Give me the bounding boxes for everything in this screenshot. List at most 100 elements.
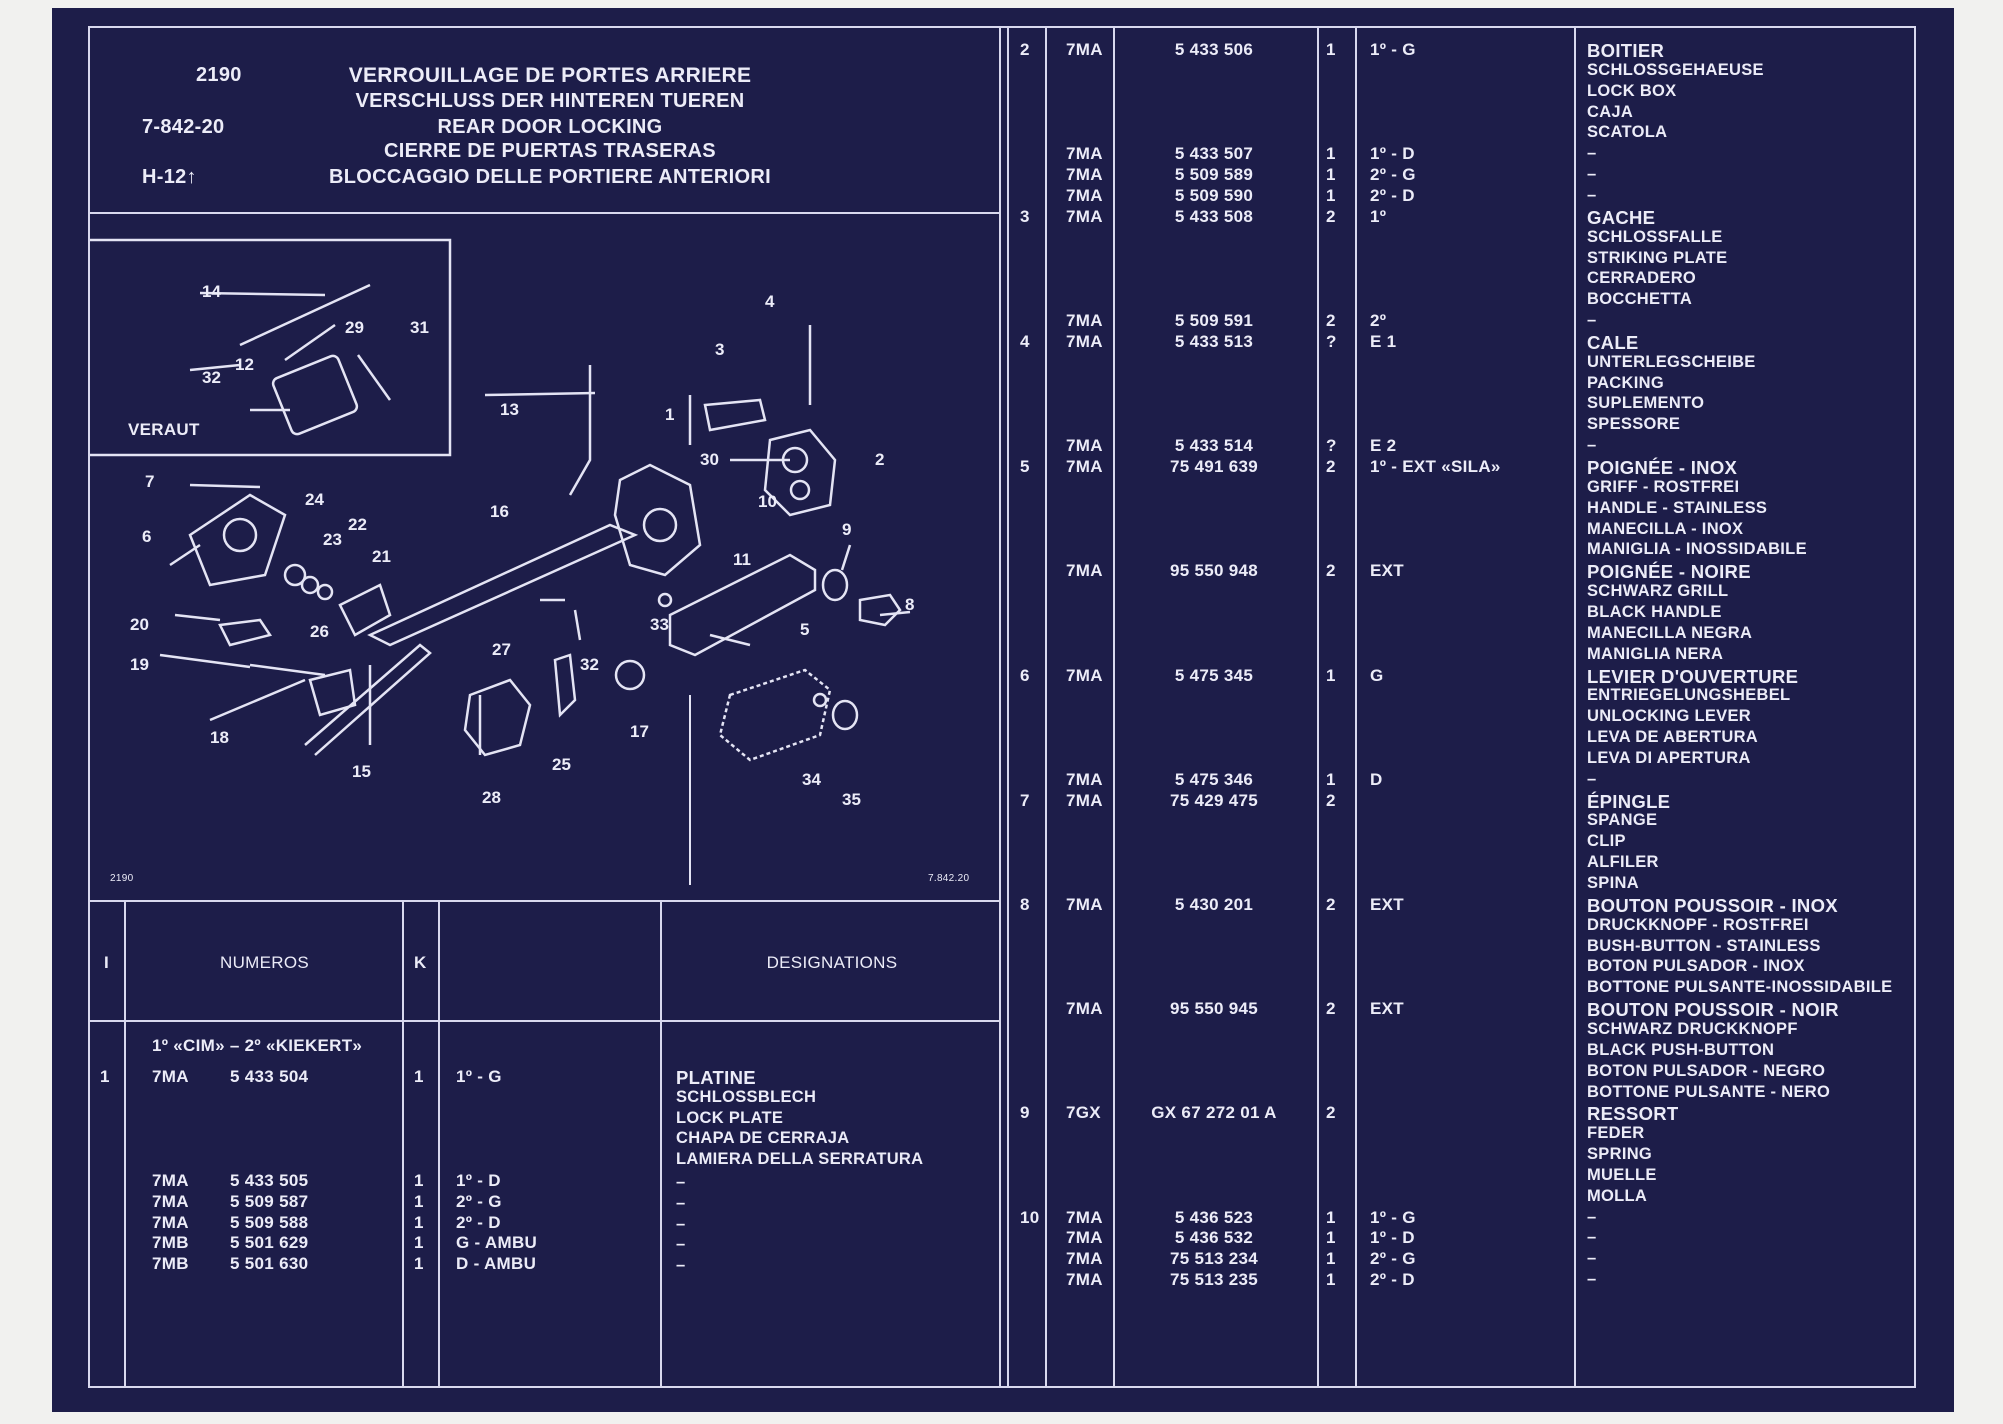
right-designation: – bbox=[1587, 165, 1597, 184]
left-family-code: 7MB bbox=[152, 1233, 189, 1253]
right-quantity: 2 bbox=[1326, 457, 1336, 476]
callout-30: 30 bbox=[700, 450, 719, 469]
right-quantity: 2 bbox=[1326, 311, 1336, 331]
right-designation: MANIGLIA - INOSSIDABILE bbox=[1587, 540, 1807, 559]
right-part-number: 5 433 514 bbox=[1174, 436, 1254, 456]
right-variant: EXT bbox=[1370, 894, 1404, 914]
inset-label: VERAUT bbox=[128, 420, 200, 439]
right-designation: BLACK HANDLE bbox=[1587, 602, 1722, 621]
left-variant: 1º - G bbox=[456, 1067, 502, 1086]
callout-17: 17 bbox=[630, 722, 649, 741]
right-part-number: 75 513 235 bbox=[1169, 1270, 1259, 1290]
callout-34: 34 bbox=[802, 770, 821, 789]
rcol-3 bbox=[1317, 26, 1319, 1388]
right-designation: BLACK PUSH-BUTTON bbox=[1587, 1040, 1775, 1059]
right-quantity: 2 bbox=[1326, 206, 1336, 226]
supplier-note: 1º «CIM» – 2º «KIEKERT» bbox=[152, 1036, 363, 1055]
right-quantity: 1 bbox=[1326, 1207, 1336, 1227]
right-designation: DRUCKKNOPF - ROSTFREI bbox=[1587, 915, 1809, 934]
right-family-code: 7MA bbox=[1066, 561, 1103, 581]
right-family-code: 7MA bbox=[1066, 790, 1103, 810]
right-part-number: 5 433 513 bbox=[1174, 331, 1254, 351]
left-part-number: 5 501 630 bbox=[230, 1254, 309, 1274]
right-variant: 2º - D bbox=[1370, 1270, 1415, 1290]
left-variant: G - AMBU bbox=[456, 1233, 538, 1253]
callout-3: 3 bbox=[715, 340, 724, 359]
left-part-number: 5 509 587 bbox=[230, 1191, 309, 1211]
right-family-code: 7MA bbox=[1066, 40, 1103, 59]
right-designation: BOTTONE PULSANTE-INOSSIDABILE bbox=[1587, 978, 1893, 997]
left-part-number: 5 433 504 bbox=[230, 1067, 309, 1086]
table-header-bottom bbox=[88, 1020, 1001, 1022]
frame-right bbox=[1914, 26, 1916, 1388]
right-variant: 1º - G bbox=[1370, 1207, 1416, 1227]
right-family-code: 7MA bbox=[1066, 144, 1103, 164]
right-variant: 1º - G bbox=[1370, 40, 1416, 59]
left-quantity: 1 bbox=[414, 1171, 424, 1190]
right-part-number: 5 433 508 bbox=[1174, 206, 1254, 226]
right-variant: E 1 bbox=[1370, 331, 1397, 351]
right-designation: – bbox=[1587, 144, 1597, 163]
right-designation: UNTERLEGSCHEIBE bbox=[1587, 352, 1756, 371]
right-part-number: 95 550 945 bbox=[1169, 999, 1259, 1019]
right-designation: FEDER bbox=[1587, 1124, 1645, 1143]
right-item-number: 10 bbox=[1020, 1207, 1040, 1227]
page-number: 2190 bbox=[196, 64, 242, 86]
right-designation: – bbox=[1587, 1270, 1597, 1289]
frame-bottom bbox=[88, 1386, 1916, 1388]
right-designation: ALFILER bbox=[1587, 853, 1659, 872]
right-part-number: 5 430 201 bbox=[1174, 894, 1254, 914]
right-designation: GACHE bbox=[1587, 206, 1656, 228]
callout-11: 11 bbox=[733, 550, 751, 569]
right-variant: EXT bbox=[1370, 999, 1404, 1019]
right-family-code: 7MA bbox=[1066, 1207, 1103, 1227]
right-designation: SCHWARZ DRUCKKNOPF bbox=[1587, 1019, 1798, 1038]
right-family-code: 7MA bbox=[1066, 311, 1103, 331]
callout-12: 12 bbox=[235, 355, 254, 374]
col-header-designations: DESIGNATIONS bbox=[766, 953, 898, 972]
right-designation: CERRADERO bbox=[1587, 269, 1697, 288]
right-quantity: ? bbox=[1326, 331, 1337, 351]
right-part-number: 5 509 590 bbox=[1174, 185, 1254, 205]
callout-21: 21 bbox=[372, 547, 391, 566]
callout-19: 19 bbox=[130, 655, 149, 674]
right-designation: ENTRIEGELUNGSHEBEL bbox=[1587, 686, 1791, 705]
right-family-code: 7MA bbox=[1066, 1270, 1103, 1290]
right-family-code: 7MA bbox=[1066, 331, 1103, 351]
left-designation: LOCK PLATE bbox=[676, 1108, 784, 1127]
right-item-number: 5 bbox=[1020, 457, 1030, 476]
callout-4: 4 bbox=[765, 292, 775, 311]
title-fr: VERROUILLAGE DE PORTES ARRIERE bbox=[348, 64, 752, 87]
left-quantity: 1 bbox=[414, 1233, 424, 1253]
diagram-corner-right: 7.842.20 bbox=[928, 873, 970, 884]
left-family-code: 7MA bbox=[152, 1191, 189, 1211]
callout-23: 23 bbox=[323, 530, 342, 549]
right-designation: MUELLE bbox=[1587, 1165, 1657, 1184]
left-variant: D - AMBU bbox=[456, 1254, 537, 1274]
right-family-code: 7MA bbox=[1066, 894, 1103, 914]
right-designation: HANDLE - STAINLESS bbox=[1587, 498, 1768, 517]
left-designation: – bbox=[676, 1256, 686, 1275]
callout-15: 15 bbox=[352, 762, 371, 781]
right-designation: SCHLOSSFALLE bbox=[1587, 227, 1723, 246]
right-designation: SCHWARZ GRILL bbox=[1587, 582, 1729, 601]
callout-32: 32 bbox=[202, 368, 221, 387]
frame-left bbox=[88, 26, 90, 1388]
right-variant: 1º - D bbox=[1370, 1228, 1415, 1248]
right-quantity: 1 bbox=[1326, 1249, 1336, 1269]
right-family-code: 7MA bbox=[1066, 999, 1103, 1019]
title-de: VERSCHLUSS DER HINTEREN TUEREN bbox=[355, 90, 745, 112]
right-designation: STRIKING PLATE bbox=[1587, 248, 1728, 267]
rcol-5 bbox=[1574, 26, 1576, 1388]
right-family-code: 7MA bbox=[1066, 206, 1103, 226]
right-designation: LEVIER D'OUVERTURE bbox=[1587, 665, 1799, 687]
rcol-2 bbox=[1113, 26, 1115, 1388]
right-family-code: 7MA bbox=[1066, 165, 1103, 185]
left-variant: 2º - G bbox=[456, 1191, 502, 1211]
right-quantity: 2 bbox=[1326, 561, 1336, 581]
callout-32: 32 bbox=[580, 655, 599, 674]
callout-27: 27 bbox=[492, 640, 511, 659]
right-family-code: 7MA bbox=[1066, 665, 1103, 685]
right-designation: SPRING bbox=[1587, 1145, 1653, 1164]
left-designation: – bbox=[676, 1193, 686, 1212]
